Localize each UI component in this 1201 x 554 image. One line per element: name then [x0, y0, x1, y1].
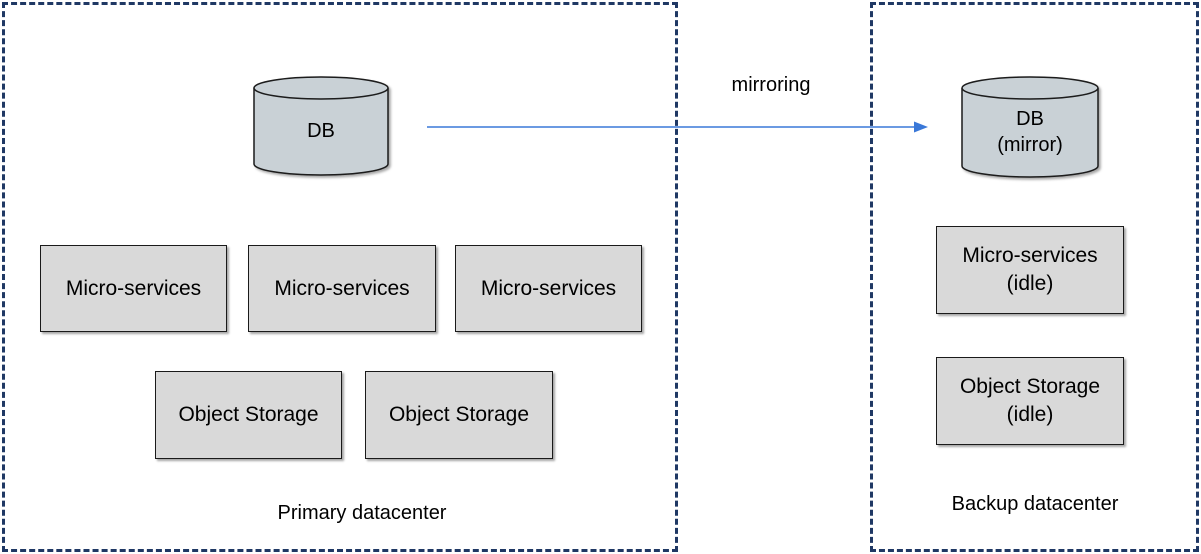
object-storage-label: Object Storage [388, 403, 530, 426]
primary-datacenter-label: Primary datacenter [277, 502, 447, 524]
microservices-label: Micro-services [65, 276, 202, 300]
primary-microservices-box-2: Micro-services [248, 245, 436, 332]
object-storage-label: Object Storage [178, 403, 319, 426]
primary-db-cylinder [253, 76, 389, 176]
primary-object-storage-box-2: Object Storage [365, 371, 553, 459]
mirroring-label: mirroring [731, 74, 811, 96]
primary-microservices-box-3: Micro-services [455, 245, 642, 332]
backup-microservices-box: Micro-services (idle) [936, 226, 1124, 314]
backup-db-cylinder [961, 76, 1099, 178]
backup-object-storage-box: Object Storage (idle) [936, 357, 1124, 445]
mirroring-arrow [427, 121, 928, 133]
backup-db-label: DB (mirror) [997, 108, 1063, 156]
backup-datacenter-label: Backup datacenter [951, 493, 1119, 515]
primary-db-label: DB [307, 120, 335, 142]
backup-microservices-label: Micro-services (idle) [962, 244, 1098, 295]
microservices-label: Micro-services [480, 276, 617, 300]
backup-datacenter-region [870, 2, 1199, 552]
backup-object-storage-label: Object Storage (idle) [959, 375, 1101, 426]
primary-datacenter-region [2, 2, 678, 552]
microservices-label: Micro-services [274, 276, 410, 300]
primary-object-storage-box-1: Object Storage [155, 371, 342, 459]
primary-microservices-box-1: Micro-services [40, 245, 227, 332]
